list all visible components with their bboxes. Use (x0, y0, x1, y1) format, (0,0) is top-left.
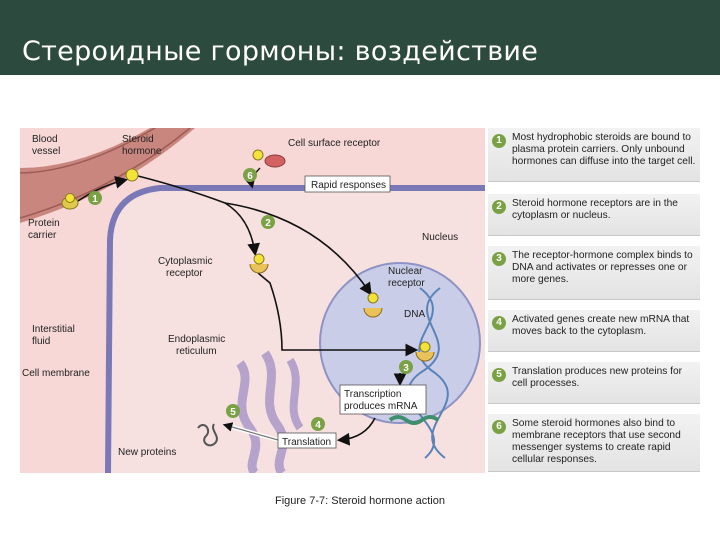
title-bar: Стероидные гормоны: воздействие (0, 0, 720, 75)
marker-1: 1 (88, 191, 102, 205)
marker-4: 4 (311, 417, 325, 431)
svg-text:2: 2 (265, 218, 271, 229)
cytoplasmic-receptor-shape (249, 263, 269, 274)
label-transcription: Transcription (344, 389, 401, 400)
label-transcription-2: produces mRNA (344, 401, 418, 412)
step-text: Steroid hormone receptors are in the cyt… (512, 198, 678, 221)
step-text: Activated genes create new mRNA that mov… (512, 314, 690, 337)
step-item: 3 The receptor-hormone complex binds to … (488, 246, 700, 300)
step-number: 3 (492, 252, 506, 266)
rapid-responses-box (304, 175, 391, 193)
steroid-hormone-dot (65, 193, 75, 203)
steroid-hormone-dot (252, 149, 264, 161)
step-item: 1 Most hydrophobic steroids are bound to… (488, 128, 700, 182)
endoplasmic-reticulum (236, 360, 261, 477)
svg-text:5: 5 (230, 407, 236, 418)
label-nuclear-receptor: Nuclear (388, 266, 423, 277)
nucleus (319, 262, 481, 424)
page-title: Стероидные гормоны: воздействие (22, 36, 539, 67)
label-blood-vessel: Blood (32, 134, 58, 145)
label-interstitial-fluid: Interstitial (32, 324, 75, 335)
step-number: 4 (492, 316, 506, 330)
label-endoplasmic-reticulum-2: reticulum (176, 346, 217, 357)
label-steroid-hormone: Steroid (122, 134, 154, 145)
diagram-figure: 1 2 3 4 5 6 Blood vessel Steroid hormone… (19, 127, 485, 477)
step-text: The receptor-hormone complex binds to DN… (512, 250, 693, 285)
label-rapid-responses: Rapid responses (311, 180, 386, 191)
marker-3: 3 (399, 360, 413, 374)
label-protein-carrier: Protein (28, 218, 60, 229)
marker-5: 5 (226, 404, 240, 418)
label-nuclear-receptor-2: receptor (388, 278, 425, 289)
cell-membrane (105, 185, 485, 474)
step-number: 1 (492, 134, 506, 148)
step-item: 6 Some steroid hormones also bind to mem… (488, 414, 700, 472)
step-number: 6 (492, 420, 506, 434)
step-number: 5 (492, 368, 506, 382)
svg-text:1: 1 (92, 194, 98, 205)
step-item: 2 Steroid hormone receptors are in the c… (488, 194, 700, 236)
marker-2: 2 (261, 215, 275, 229)
label-endoplasmic-reticulum: Endoplasmic (168, 334, 225, 345)
svg-text:6: 6 (247, 171, 253, 182)
cell-surface-receptor-shape (264, 154, 286, 168)
diagram-svg: 1 2 3 4 5 6 Blood vessel Steroid hormone… (19, 127, 485, 477)
translation-box (277, 432, 337, 449)
step-text: Some steroid hormones also bind to membr… (512, 418, 681, 465)
transcription-box (339, 384, 427, 415)
label-interstitial-fluid-2: fluid (32, 336, 50, 347)
label-new-proteins: New proteins (118, 447, 176, 458)
svg-text:4: 4 (315, 420, 321, 431)
mrna-strand (388, 415, 440, 425)
label-blood-vessel-2: vessel (32, 146, 60, 157)
receptor-hormone-complex (415, 351, 435, 362)
label-translation: Translation (282, 437, 331, 448)
step-number: 2 (492, 200, 506, 214)
step-text: Translation produces new proteins for ce… (512, 366, 683, 389)
nuclear-receptor-shape (363, 307, 383, 318)
label-nucleus: Nucleus (422, 232, 458, 243)
label-cell-membrane: Cell membrane (22, 368, 90, 379)
label-steroid-hormone-2: hormone (122, 146, 162, 157)
step-text: Most hydrophobic steroids are bound to p… (512, 132, 696, 167)
marker-6: 6 (243, 168, 257, 182)
label-dna: DNA (404, 309, 425, 320)
figure-caption: Figure 7-7: Steroid hormone action (275, 495, 445, 507)
svg-text:3: 3 (403, 363, 409, 374)
steroid-hormone-dot (125, 168, 139, 182)
label-cytoplasmic-receptor-2: receptor (166, 268, 203, 279)
step-item: 5 Translation produces new proteins for … (488, 362, 700, 404)
label-cell-surface-receptor: Cell surface receptor (288, 138, 381, 149)
label-cytoplasmic-receptor: Cytoplasmic (158, 256, 212, 267)
step-item: 4 Activated genes create new mRNA that m… (488, 310, 700, 352)
dna-strand (418, 287, 449, 459)
new-protein (197, 423, 218, 447)
label-protein-carrier-2: carrier (28, 230, 57, 241)
